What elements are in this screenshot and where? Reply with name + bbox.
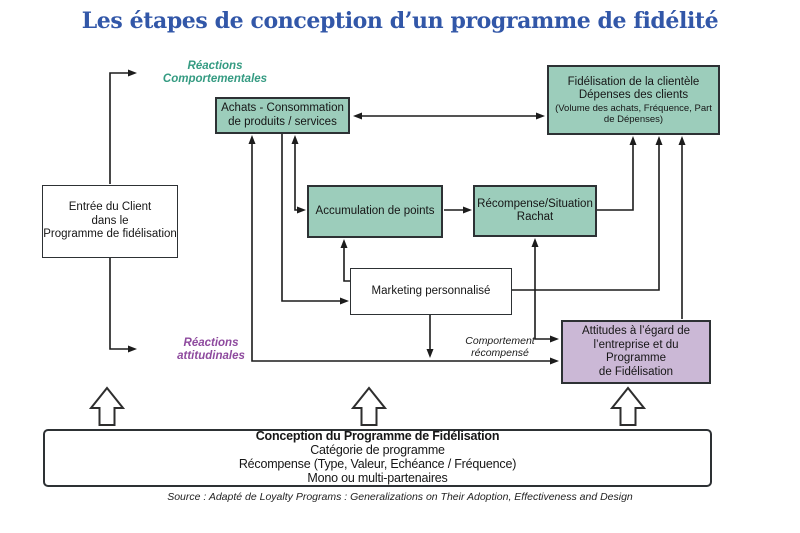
block-arrow-up-right (609, 386, 647, 426)
entree-client-box: Entrée du Client dans le Programme de fi… (42, 185, 178, 258)
arrowhead-into-attitudes-lower (550, 357, 559, 365)
achats-box: Achats - Consommation de produits / serv… (215, 97, 350, 134)
arrowhead-into-recompense-bottom (531, 238, 539, 247)
attitudes-box: Attitudes à l’égard de l’entreprise et d… (561, 320, 711, 384)
connector-achats-to-marketing (281, 134, 341, 302)
comportement-recompense-label: Comportement récompensé (465, 335, 535, 359)
marketing-box: Marketing personnalisé (350, 268, 512, 315)
arrowhead-into-accumulation-bottom (340, 239, 348, 248)
recompense-box: Récompense/Situation Rachat (473, 185, 597, 237)
arrowhead-behavioral (128, 69, 137, 77)
accumulation-box: Accumulation de points (307, 185, 443, 238)
reactions-comportementales-label: Réactions Comportementales (162, 60, 268, 85)
arrowhead-into-fidelisation-b1 (629, 136, 637, 145)
conception-box: Conception du Programme de Fidélisation … (43, 429, 712, 487)
arrowhead-into-accumulation-left (297, 206, 306, 214)
arrowhead-into-achats-bottom-1 (248, 135, 256, 144)
reactions-attitudinales-label: Réactions attitudinales (177, 337, 245, 362)
arrowhead-into-achats-bottom-2 (291, 135, 299, 144)
diagram-title: Les étapes de conception d’un programme … (81, 8, 719, 34)
fidelisation-box: Fidélisation de la clientèle Dépenses de… (547, 65, 720, 135)
connector-achats-accumulation (294, 143, 299, 211)
connector-marketing-to-fidelisation (512, 143, 660, 291)
arrowhead-into-achats-right (353, 112, 362, 120)
connector-achats-attitudes (251, 143, 550, 362)
source-caption: Source : Adapté de Loyalty Programs : Ge… (167, 491, 633, 503)
arrowhead-attitudinal (128, 345, 137, 353)
connector-recompense-attitudes (534, 246, 551, 340)
arrowhead-into-attitudes-upper (550, 335, 559, 343)
block-arrow-up-left (88, 386, 126, 426)
arrowhead-into-fidelisation-b2 (655, 136, 663, 145)
block-arrow-up-middle (350, 386, 388, 426)
connector-recompense-to-fidelisation (597, 143, 634, 211)
arrowhead-into-fidelisation-left (536, 112, 545, 120)
connector-entree-to-behavioral (109, 72, 130, 184)
connector-entree-to-attitudinal (109, 257, 130, 350)
arrowhead-marketing-down (426, 349, 434, 358)
arrowhead-into-recompense-left (463, 206, 472, 214)
connector-marketing-to-accumulation (343, 246, 350, 282)
arrowhead-into-fidelisation-b3 (678, 136, 686, 145)
arrowhead-into-marketing (340, 297, 349, 305)
